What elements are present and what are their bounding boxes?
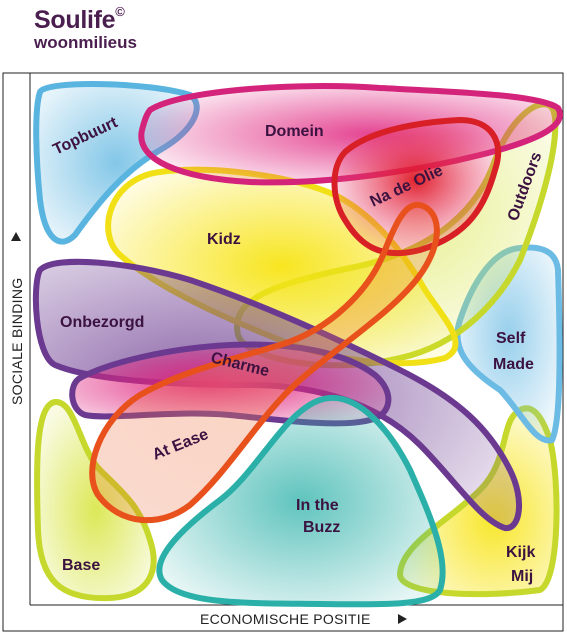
segment-label-base: Base — [62, 557, 100, 574]
segment-label-kijk-mij-line2: Mij — [511, 568, 533, 585]
y-axis-label: SOCIALE BINDING — [9, 278, 25, 405]
segment-in-the-buzz-shape — [156, 394, 446, 608]
x-axis-label: ECONOMISCHE POSITIE — [200, 611, 371, 627]
brand-logo: Soulife© woonmilieus — [34, 4, 137, 53]
brand-name: Soulife — [34, 6, 116, 34]
right-arrow-icon — [398, 614, 407, 624]
segment-label-kijk-mij-line1: Kijk — [506, 544, 535, 561]
segment-label-self-made-line1: Self — [496, 330, 526, 347]
copyright-mark: © — [115, 4, 125, 19]
segment-at-ease-shape — [89, 201, 440, 524]
segment-label-self-made-line2: Made — [493, 356, 534, 373]
up-arrow-icon — [11, 232, 21, 241]
segment-label-onbezorgd: Onbezorgd — [60, 314, 144, 331]
segment-label-in-the-buzz-line2: Buzz — [303, 519, 340, 536]
outer-frame — [2, 72, 564, 632]
segment-label-kidz: Kidz — [207, 231, 241, 248]
segment-label-domein: Domein — [265, 123, 324, 140]
segment-label-in-the-buzz-line1: In the — [296, 497, 339, 514]
brand-subtitle: woonmilieus — [34, 33, 137, 52]
segment-na-de-olie-shape — [331, 116, 502, 257]
y-axis-label-group: SOCIALE BINDING — [9, 232, 25, 405]
